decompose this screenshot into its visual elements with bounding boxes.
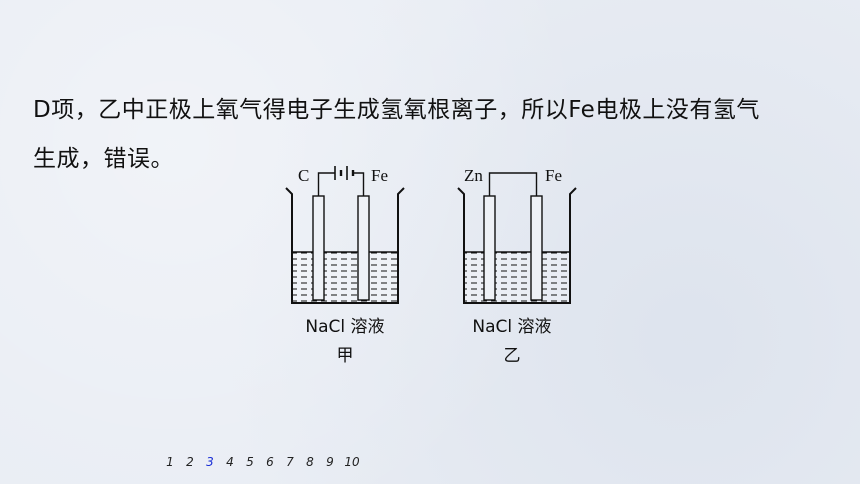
- page-link-9[interactable]: 9: [326, 455, 334, 469]
- battery-wire: [317, 166, 365, 196]
- solution-label: NaCl 溶液: [472, 317, 551, 337]
- electrode-zn: [483, 195, 496, 301]
- electrode-zn-label: Zn: [464, 166, 483, 185]
- electrode-fe: [530, 195, 543, 301]
- page-link-2[interactable]: 2: [186, 455, 194, 469]
- page-link-10[interactable]: 10: [344, 455, 360, 469]
- page-link-5[interactable]: 5: [246, 455, 254, 469]
- page-link-6[interactable]: 6: [266, 455, 274, 469]
- beaker-outline: [285, 187, 405, 304]
- electrode-c: [312, 195, 325, 301]
- page-link-7[interactable]: 7: [286, 455, 294, 469]
- beaker-jia: C Fe NaCl 溶液 甲: [285, 166, 405, 366]
- beaker-caption: 乙: [504, 346, 521, 366]
- electrode-fe-label: Fe: [371, 166, 388, 185]
- page-navigation: 1 2 3 4 5 6 7 8 9 10: [160, 455, 364, 471]
- page-link-8[interactable]: 8: [306, 455, 314, 469]
- page-link-1[interactable]: 1: [166, 455, 174, 469]
- electrode-c-label: C: [298, 166, 309, 185]
- solution-liquid: [464, 252, 570, 303]
- page-link-3-current[interactable]: 3: [206, 455, 214, 469]
- electrode-fe: [357, 195, 370, 301]
- electrode-fe-label: Fe: [545, 166, 562, 185]
- electrochemistry-figure: C Fe NaCl 溶液 甲 Zn Fe NaCl 溶液 乙: [285, 166, 577, 366]
- beaker-outline: [457, 187, 577, 304]
- page-link-4[interactable]: 4: [226, 455, 234, 469]
- connecting-wire: [488, 172, 538, 196]
- beaker-caption: 甲: [337, 346, 354, 366]
- paragraph-line-2: 生成，错误。: [33, 146, 174, 172]
- solution-label: NaCl 溶液: [305, 317, 384, 337]
- answer-paragraph: D项，乙中正极上氧气得电子生成氢氧根离子，所以Fe电极上没有氢气 生成，错误。: [33, 86, 833, 184]
- paragraph-line-1: D项，乙中正极上氧气得电子生成氢氧根离子，所以Fe电极上没有氢气: [33, 97, 760, 123]
- beaker-yi: Zn Fe NaCl 溶液 乙: [457, 166, 577, 366]
- solution-liquid: [292, 252, 398, 303]
